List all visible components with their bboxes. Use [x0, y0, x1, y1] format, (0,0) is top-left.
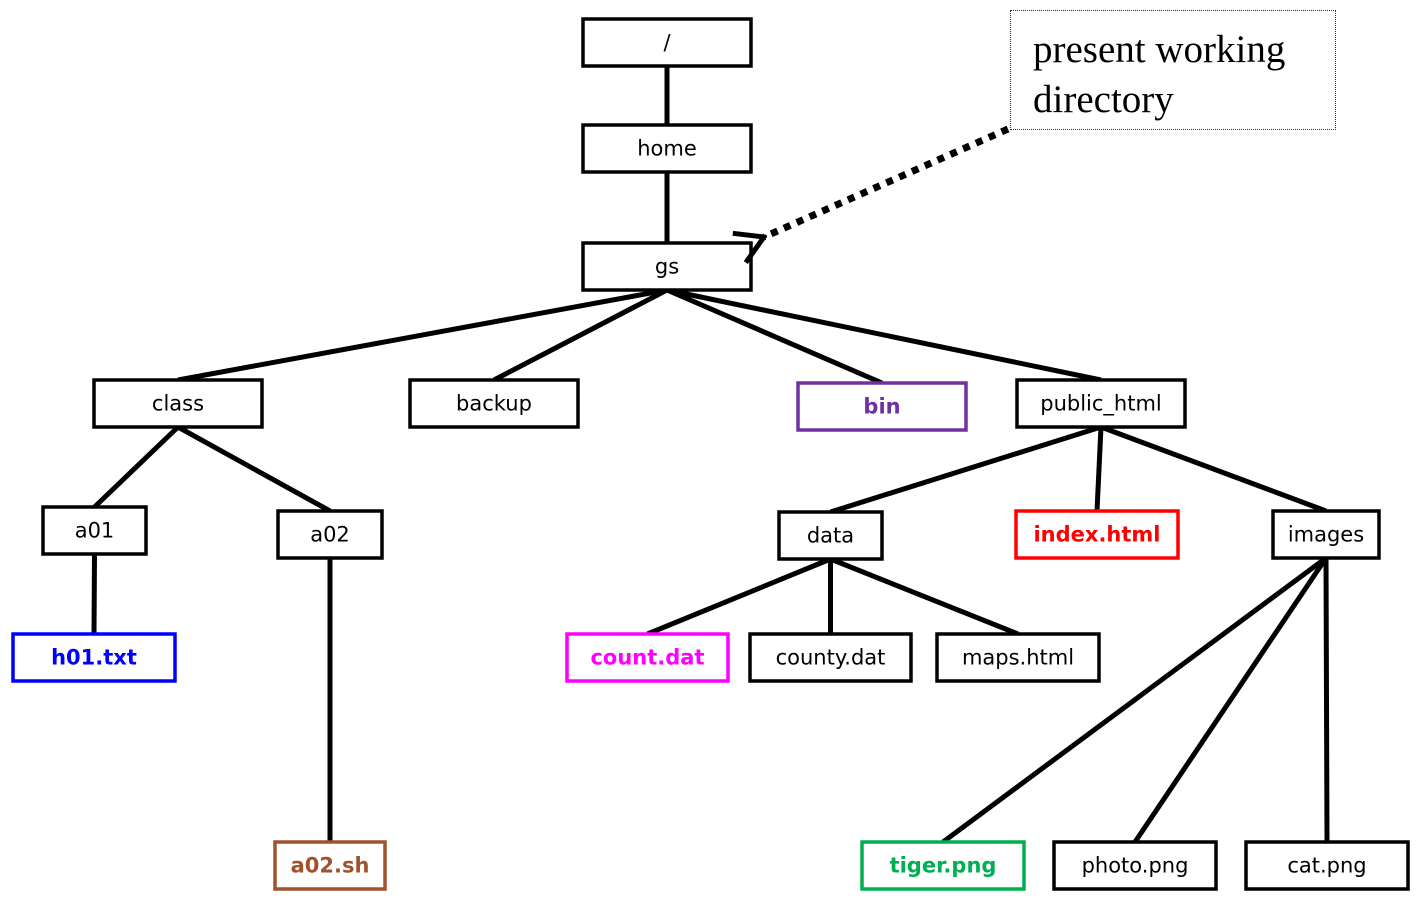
node-label: maps.html: [962, 646, 1074, 670]
node-data: data: [777, 510, 884, 561]
node-label: tiger.png: [890, 854, 997, 878]
node-count-dat: count.dat: [565, 632, 730, 683]
node-label: a02: [310, 523, 350, 547]
node-label: data: [807, 524, 854, 548]
node-label: county.dat: [776, 646, 886, 670]
node-box: [1271, 509, 1381, 560]
node-box: [581, 241, 753, 292]
node-box: [408, 378, 580, 429]
node-label: a01: [75, 519, 115, 543]
edge-public_html-to-data: [829, 424, 1102, 515]
node-h01-txt: h01.txt: [11, 632, 177, 683]
node-box: [1052, 840, 1218, 891]
node-images: images: [1271, 509, 1381, 560]
node-label: /: [663, 31, 671, 55]
node-bin: bin: [796, 381, 968, 432]
node-root: /: [581, 17, 753, 68]
node-maps-html: maps.html: [935, 632, 1101, 683]
edge-a01-to-h01_txt: [91, 553, 97, 635]
edge-public_html-to-images: [1100, 424, 1327, 514]
pwd-callout: present working directory: [1010, 10, 1336, 130]
node-box: [41, 505, 148, 556]
node-label: index.html: [1033, 523, 1160, 547]
node-label: photo.png: [1082, 854, 1189, 878]
edge-public_html-to-index_html: [1094, 426, 1104, 512]
edge-data-to-maps_html: [829, 556, 1019, 637]
node-label: a02.sh: [291, 854, 370, 878]
node-box: [796, 381, 968, 432]
node-box: [565, 632, 730, 683]
pwd-arrow: [764, 125, 1010, 237]
node-box: [273, 840, 387, 891]
edge-gs-to-backup: [492, 287, 669, 383]
node-a02-sh: a02.sh: [273, 840, 387, 891]
tree-nodes: / home gs class backup bin public_html a01 a02 da…: [11, 17, 1410, 891]
node-label: backup: [456, 392, 532, 416]
edge-images-to-cat_png: [1323, 557, 1330, 843]
node-cat-png: cat.png: [1244, 840, 1410, 891]
node-box: [581, 17, 753, 68]
node-home: home: [581, 123, 753, 174]
node-backup: backup: [408, 378, 580, 429]
node-box: [581, 123, 753, 174]
node-label: public_html: [1040, 392, 1162, 417]
node-box: [1015, 378, 1187, 429]
node-index-html: index.html: [1014, 509, 1180, 560]
node-photo-png: photo.png: [1052, 840, 1218, 891]
node-label: bin: [863, 395, 900, 419]
node-box: [92, 378, 264, 429]
tree-edges: [91, 66, 1330, 845]
node-box: [860, 840, 1026, 891]
node-a01: a01: [41, 505, 148, 556]
pwd-callout-line1: present working: [1033, 28, 1286, 71]
edge-images-to-tiger_png: [941, 555, 1328, 845]
node-box: [1244, 840, 1410, 891]
node-box: [1014, 509, 1180, 560]
node-label: count.dat: [590, 646, 704, 670]
node-a02: a02: [276, 509, 384, 560]
edge-gs-to-bin: [666, 287, 883, 386]
edge-class-to-a01: [92, 425, 180, 509]
node-tiger-png: tiger.png: [860, 840, 1026, 891]
node-label: gs: [655, 255, 679, 279]
edge-gs-to-public_html: [666, 287, 1102, 383]
pwd-callout-line2: directory: [1033, 78, 1174, 121]
edge-gs-to-class: [177, 287, 668, 383]
edge-images-to-photo_png: [1132, 556, 1329, 844]
node-box: [11, 632, 177, 683]
edge-class-to-a02: [176, 424, 332, 514]
node-box: [777, 510, 884, 561]
node-box: [935, 632, 1101, 683]
node-box: [276, 509, 384, 560]
node-gs: gs: [581, 241, 753, 292]
node-box: [748, 632, 913, 683]
node-county-dat: county.dat: [748, 632, 913, 683]
node-label: images: [1288, 523, 1364, 547]
node-public-html: public_html: [1015, 378, 1187, 429]
node-label: h01.txt: [51, 646, 137, 670]
node-class: class: [92, 378, 264, 429]
node-label: class: [152, 392, 204, 416]
node-label: home: [637, 137, 697, 161]
edge-data-to-count_dat: [646, 556, 832, 637]
node-label: cat.png: [1287, 854, 1366, 878]
